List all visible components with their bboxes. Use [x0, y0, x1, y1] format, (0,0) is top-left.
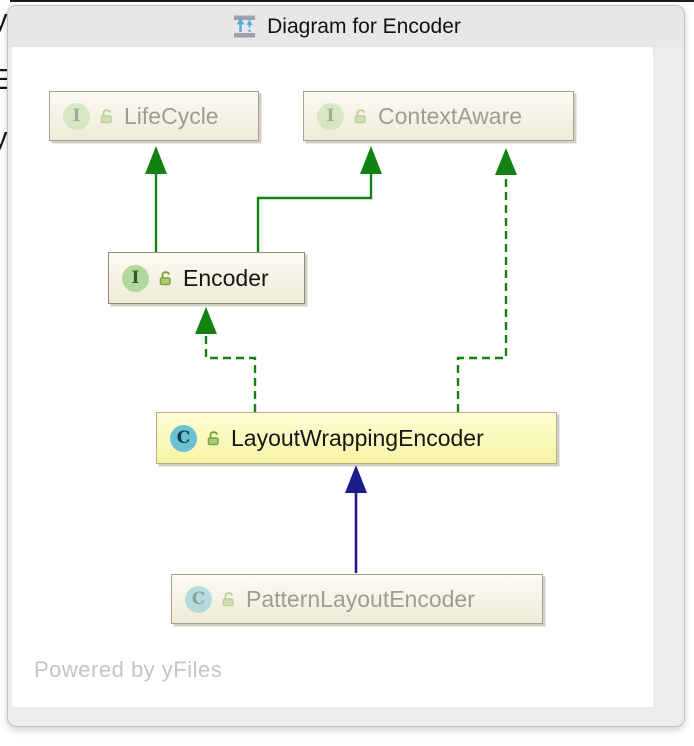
edge-arrowhead	[145, 146, 167, 174]
public-lock-icon	[100, 109, 112, 124]
diagram-canvas[interactable]: I LifeCycle I ContextAware I Encoder	[12, 47, 653, 707]
popup-title: Diagram for Encoder	[267, 14, 461, 38]
yfiles-watermark: Powered by yFiles	[34, 657, 223, 682]
node-lifecycle[interactable]: I LifeCycle	[49, 91, 259, 141]
edge-lwe-contextaware	[456, 175, 508, 412]
edge-arrowhead	[360, 146, 382, 174]
public-lock-icon	[222, 592, 234, 607]
diagram-popup: Diagram for Encoder I	[7, 5, 685, 727]
node-label: ContextAware	[378, 102, 523, 129]
interface-icon: I	[317, 102, 344, 130]
background-underline	[10, 0, 694, 2]
node-label: Encoder	[183, 264, 269, 291]
node-label: LayoutWrappingEncoder	[231, 424, 484, 451]
edge-lwe-encoder	[204, 335, 257, 412]
node-patternlayoutencoder[interactable]: C PatternLayoutEncoder	[171, 574, 543, 624]
diagram-icon	[234, 15, 256, 38]
background-clipped-text: y	[0, 4, 8, 36]
public-lock-icon	[159, 271, 171, 286]
node-contextaware[interactable]: I ContextAware	[303, 91, 574, 141]
node-label: PatternLayoutEncoder	[246, 585, 475, 612]
class-icon: C	[170, 424, 197, 452]
edge-arrowhead	[495, 148, 517, 175]
edge-arrowhead	[195, 307, 217, 334]
edge-arrowhead	[345, 465, 367, 493]
background-clipped-text: y	[0, 122, 8, 154]
public-lock-icon	[207, 431, 219, 446]
public-lock-icon	[354, 109, 366, 124]
node-encoder[interactable]: I Encoder	[108, 252, 305, 304]
class-icon: C	[185, 585, 212, 613]
node-label: LifeCycle	[124, 102, 219, 129]
diagram-edges	[145, 146, 517, 573]
popup-titlebar[interactable]: Diagram for Encoder	[8, 6, 684, 47]
node-layoutwrappingencoder[interactable]: C LayoutWrappingEncoder	[156, 412, 557, 464]
interface-icon: I	[122, 264, 149, 292]
edge-encoder-contextaware	[256, 173, 373, 252]
interface-icon: I	[63, 102, 90, 130]
